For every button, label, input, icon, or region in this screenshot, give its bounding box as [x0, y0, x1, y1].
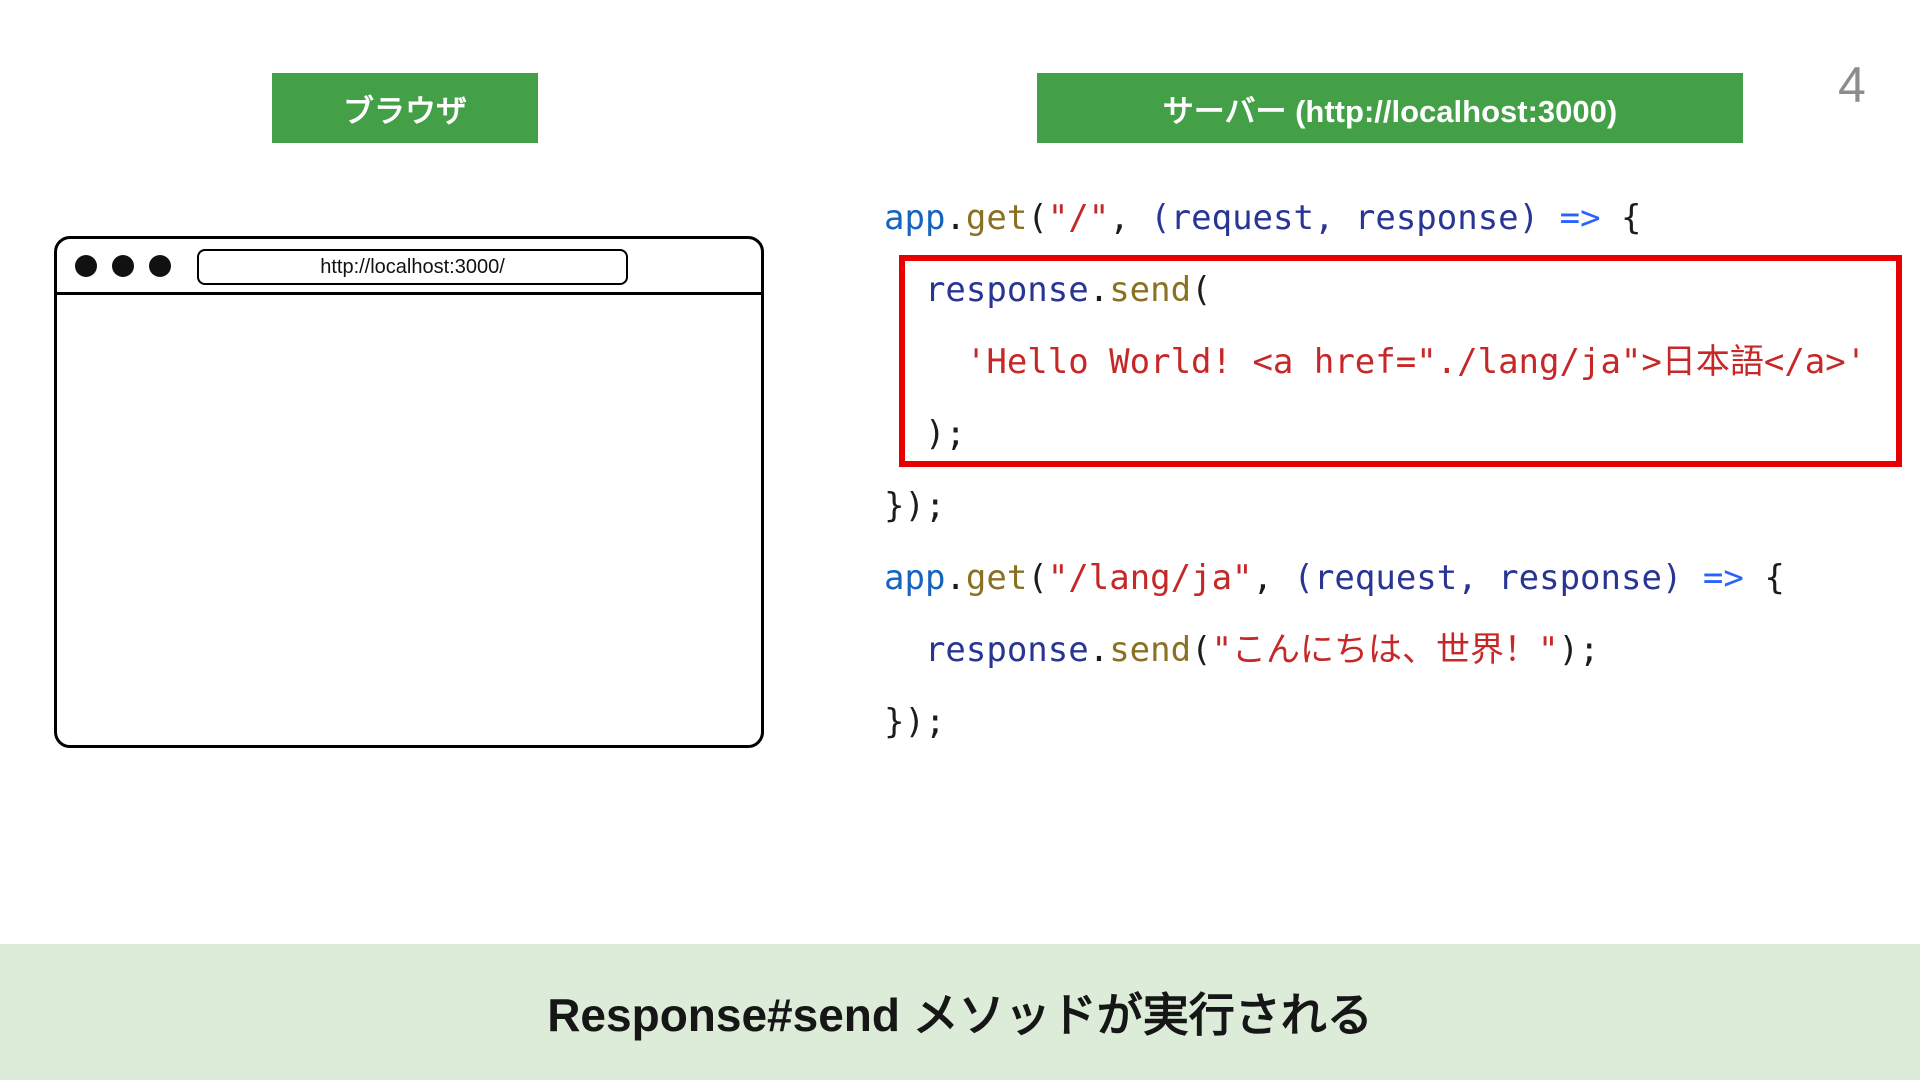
code-token	[884, 270, 925, 310]
code-token: get	[965, 558, 1028, 598]
code-token: (request, response)	[1150, 198, 1540, 238]
code-token: (	[1027, 558, 1048, 598]
browser-content	[57, 295, 761, 745]
code-line: app.get("/lang/ja", (request, response) …	[884, 542, 1866, 614]
code-token	[884, 630, 925, 670]
code-token: .	[1088, 270, 1110, 310]
code-token: send	[1109, 270, 1192, 310]
code-token: ,	[1252, 558, 1294, 598]
code-line: 'Hello World! <a href="./lang/ja">日本語</a…	[884, 326, 1866, 398]
code-line: );	[884, 398, 1866, 470]
code-token: .	[1088, 630, 1110, 670]
code-token: .	[945, 198, 966, 238]
code-token: "/lang/ja"	[1047, 558, 1253, 598]
server-header-label: サーバー (http://localhost:3000)	[1037, 73, 1743, 143]
window-dot-icon	[75, 254, 97, 277]
bottom-banner: Response#send メソッドが実行される	[0, 944, 1920, 1080]
code-block: app.get("/", (request, response) => { re…	[884, 182, 1866, 758]
window-dot-icon	[149, 254, 171, 277]
code-token: ,	[1109, 198, 1151, 238]
window-dot-icon	[112, 254, 134, 277]
code-line: response.send(	[884, 254, 1866, 326]
code-token: });	[884, 702, 946, 742]
code-token: {	[1600, 198, 1642, 238]
browser-window: http://localhost:3000/	[54, 236, 764, 748]
browser-header-label: ブラウザ	[272, 73, 538, 143]
code-token: "/"	[1047, 198, 1110, 238]
code-token: {	[1743, 558, 1785, 598]
code-token: response	[924, 630, 1089, 670]
code-line: app.get("/", (request, response) => {	[884, 182, 1866, 254]
code-token: send	[1109, 630, 1192, 670]
code-token: );	[884, 414, 966, 454]
code-line: });	[884, 686, 1866, 758]
browser-titlebar: http://localhost:3000/	[57, 239, 761, 295]
code-token: );	[1558, 630, 1600, 670]
url-bar: http://localhost:3000/	[197, 249, 628, 285]
page-number: 4	[1838, 57, 1866, 113]
code-token: app	[884, 558, 946, 598]
code-token: response	[924, 270, 1089, 310]
code-line: });	[884, 470, 1866, 542]
code-token	[1682, 558, 1702, 598]
code-token: get	[965, 198, 1028, 238]
code-token: (	[1191, 270, 1212, 310]
code-token: "こんにちは、世界！"	[1211, 630, 1559, 670]
code-token: =>	[1559, 198, 1601, 238]
code-token: (	[1027, 198, 1048, 238]
code-token: (	[1191, 630, 1212, 670]
code-token: app	[884, 198, 946, 238]
code-token: 'Hello World! <a href="./lang/ja">日本語</a…	[884, 342, 1867, 382]
code-token: .	[945, 558, 966, 598]
code-token: });	[884, 486, 946, 526]
code-token: (request, response)	[1293, 558, 1683, 598]
banner-text: Response#send メソッドが実行される	[547, 989, 1373, 1041]
code-token: =>	[1702, 558, 1744, 598]
code-token	[1539, 198, 1559, 238]
code-line: response.send("こんにちは、世界！");	[884, 614, 1866, 686]
